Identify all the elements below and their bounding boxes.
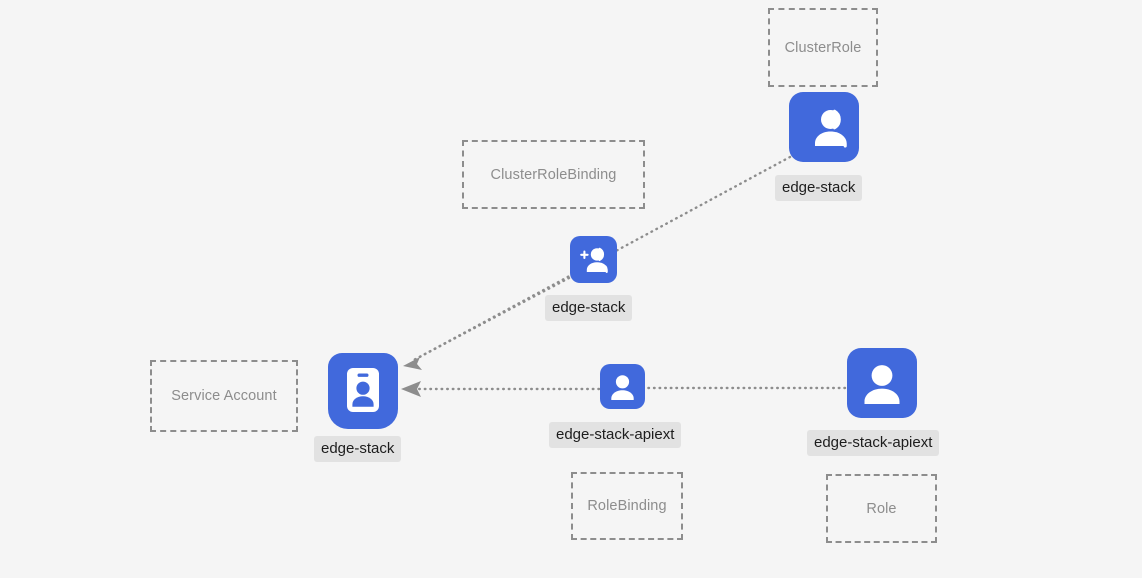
type-box-serviceaccount: Service Account bbox=[150, 360, 298, 432]
node-serviceaccount[interactable]: edge-stack bbox=[314, 353, 402, 462]
type-box-label: ClusterRoleBinding bbox=[490, 166, 617, 183]
person-icon[interactable] bbox=[600, 364, 645, 409]
type-box-rolebinding: RoleBinding bbox=[571, 472, 683, 540]
node-clusterrole[interactable]: edge-stack bbox=[775, 92, 863, 201]
person-icon[interactable] bbox=[847, 348, 917, 418]
id-badge-icon[interactable] bbox=[328, 353, 398, 429]
node-clusterrolebinding[interactable]: edge-stack bbox=[545, 236, 633, 321]
node-role[interactable]: edge-stack-apiext bbox=[807, 348, 940, 456]
type-box-label: RoleBinding bbox=[587, 498, 667, 514]
people-group-icon[interactable] bbox=[789, 92, 859, 162]
type-box-label: Service Account bbox=[171, 388, 277, 404]
edge-rolebinding-to-serviceaccount bbox=[401, 381, 601, 397]
type-box-label: ClusterRole bbox=[784, 39, 862, 56]
node-name-chip: edge-stack bbox=[314, 436, 402, 462]
type-box-clusterrolebinding: ClusterRoleBinding bbox=[462, 140, 645, 209]
type-box-label: Role bbox=[866, 500, 897, 517]
type-box-role: Role bbox=[826, 474, 937, 543]
node-rolebinding[interactable]: edge-stack-apiext bbox=[549, 364, 682, 448]
type-box-clusterrole: ClusterRole bbox=[768, 8, 878, 87]
person-add-icon[interactable] bbox=[570, 236, 617, 283]
node-name-chip: edge-stack-apiext bbox=[807, 430, 940, 456]
node-name-chip: edge-stack-apiext bbox=[549, 422, 682, 448]
node-name-chip: edge-stack bbox=[775, 175, 863, 201]
node-name-chip: edge-stack bbox=[545, 295, 633, 321]
